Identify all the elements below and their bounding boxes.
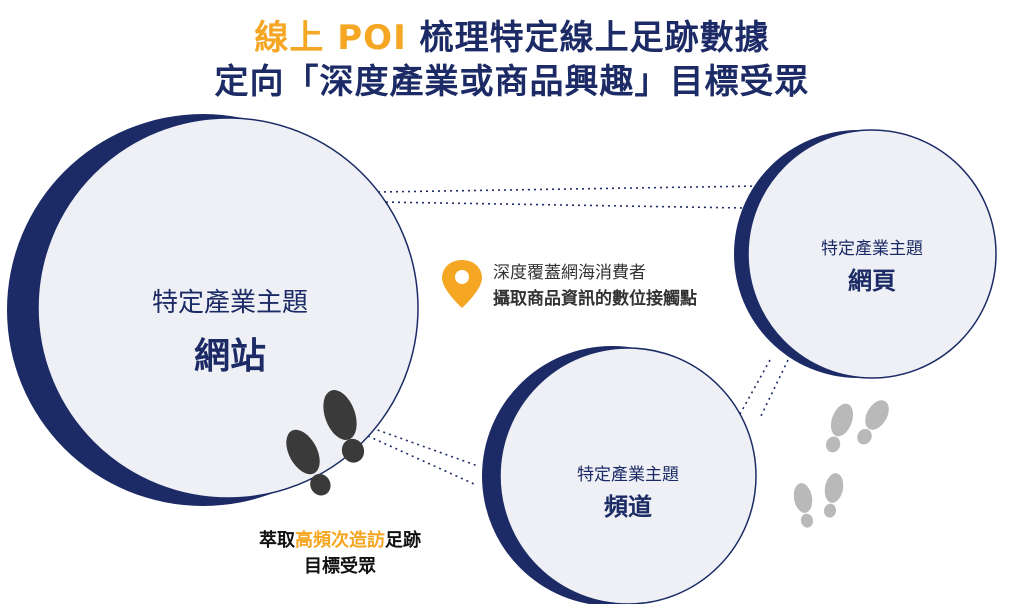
title-line-1: 線上 POI 梳理特定線上足跡數據 [0, 10, 1024, 59]
caption-pre: 萃取 [259, 530, 295, 551]
webpage-main: 網頁 [848, 267, 896, 295]
caption-highlight: 高頻次造訪 [295, 530, 385, 551]
title-line-2: 定向「深度產業或商品興趣」目標受眾 [214, 62, 810, 102]
channel-sub: 特定產業主題 [577, 465, 679, 485]
connector-website-channel-1 [371, 427, 479, 467]
footprints-gray-lower-icon [793, 473, 844, 528]
website-circle [7, 114, 419, 506]
website-label: 特定產業主題 網站 [110, 282, 350, 379]
channel-main: 頻道 [604, 493, 652, 521]
webpage-label: 特定產業主題 網頁 [792, 234, 952, 296]
map-pin-icon [442, 260, 482, 308]
title-accent: 線上 POI [254, 18, 407, 58]
caption-post: 足跡 [385, 530, 421, 551]
footprints-dark-icon [286, 390, 365, 496]
footprints-gray-upper-icon [825, 400, 889, 453]
website-main: 網站 [193, 336, 266, 377]
connector-website-webpage-1 [377, 185, 761, 193]
pin-line-1: 深度覆蓋網海消費者 [493, 263, 646, 283]
pin-line-2: 攝取商品資訊的數位接觸點 [493, 289, 697, 309]
caption-line-2: 目標受眾 [304, 556, 376, 577]
pin-description: 深度覆蓋網海消費者 攝取商品資訊的數位接觸點 [493, 260, 697, 312]
connector-website-channel-2 [367, 435, 475, 485]
channel-circle [482, 346, 757, 604]
connector-channel-webpage-2 [759, 359, 789, 419]
channel-label: 特定產業主題 頻道 [548, 460, 708, 522]
webpage-sub: 特定產業主題 [821, 239, 923, 259]
website-sub: 特定產業主題 [151, 288, 308, 318]
caption-line-1: 萃取高頻次造訪足跡 [225, 528, 455, 554]
connector-lines [367, 185, 789, 485]
webpage-circle [734, 129, 997, 379]
connector-website-webpage-2 [379, 201, 746, 209]
title-rest: 梳理特定線上足跡數據 [406, 18, 770, 58]
connector-channel-webpage-1 [739, 359, 771, 415]
footprint-caption: 萃取高頻次造訪足跡 目標受眾 [225, 528, 455, 580]
